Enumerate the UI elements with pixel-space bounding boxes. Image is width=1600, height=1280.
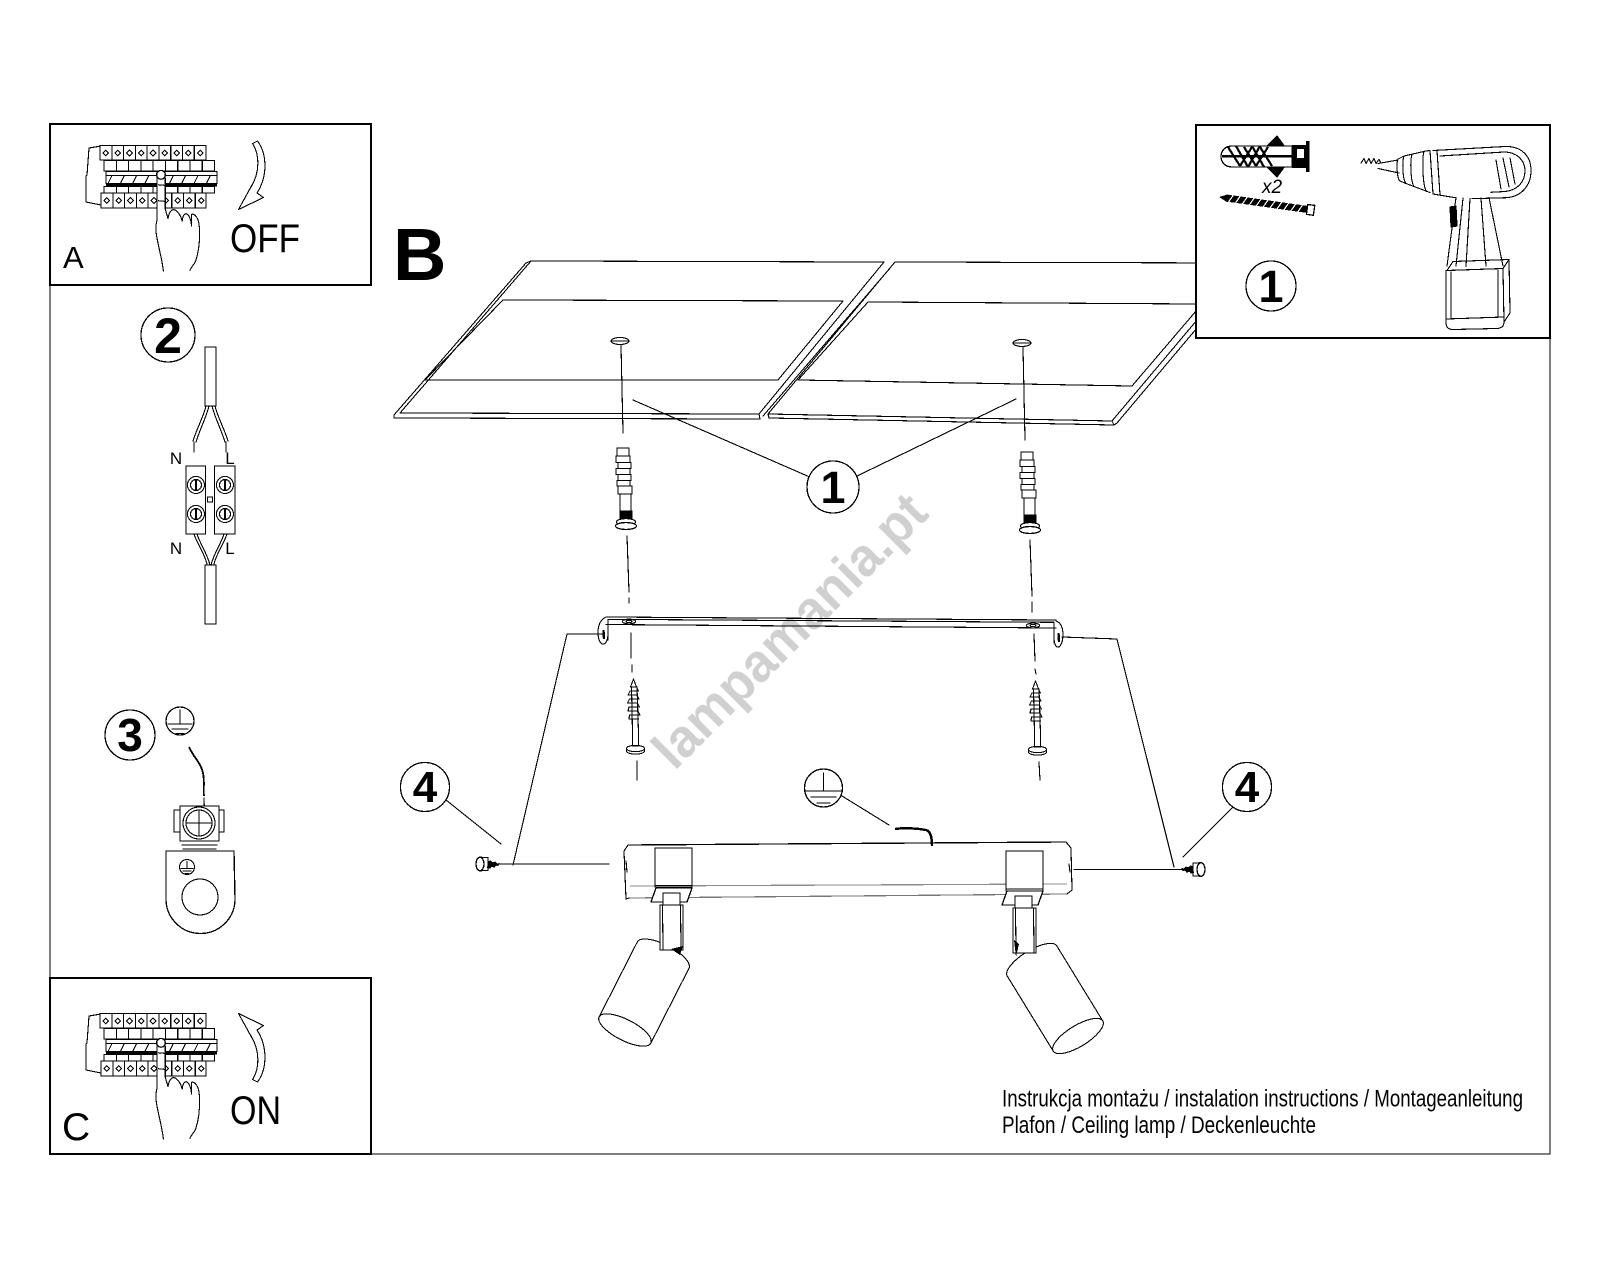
- svg-text:1: 1: [1258, 261, 1283, 312]
- svg-text:A: A: [63, 240, 84, 275]
- svg-text:L: L: [225, 539, 234, 558]
- svg-text:L: L: [225, 449, 234, 468]
- svg-text:N: N: [170, 449, 182, 468]
- svg-text:x2: x2: [1261, 177, 1283, 198]
- svg-text:Plafon / Ceiling lamp / Decken: Plafon / Ceiling lamp / Deckenleuchte: [1002, 1112, 1316, 1139]
- svg-text:OFF: OFF: [230, 217, 300, 261]
- svg-text:C: C: [62, 1106, 90, 1149]
- svg-text:4: 4: [413, 763, 438, 812]
- svg-text:2: 2: [154, 308, 182, 364]
- svg-text:1: 1: [820, 462, 845, 513]
- svg-text:ON: ON: [230, 1089, 281, 1133]
- svg-text:3: 3: [117, 709, 143, 761]
- svg-text:N: N: [170, 539, 182, 558]
- svg-text:Instrukcja montażu / instalati: Instrukcja montażu / instalation instruc…: [1002, 1086, 1523, 1113]
- svg-text:B: B: [393, 213, 446, 296]
- svg-text:4: 4: [1235, 763, 1260, 812]
